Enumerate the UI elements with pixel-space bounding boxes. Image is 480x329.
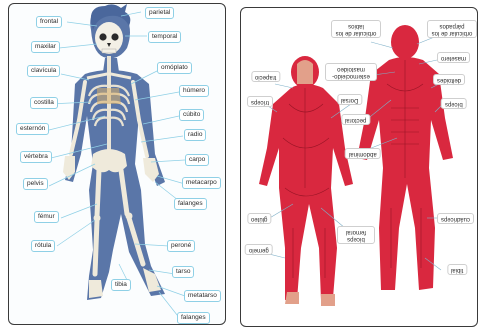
label-vertebra: vértebra [20, 151, 52, 163]
label-orbicular-labios-text: orbicular de los labios [335, 22, 377, 36]
label-metatarso: metatarso [184, 290, 221, 302]
label-falanges-foot: falanges [177, 312, 210, 324]
label-esternocleido: esternocleido-mastoideo [325, 63, 377, 81]
label-perone: peroné [167, 240, 195, 252]
label-temporal: temporal [148, 31, 181, 43]
label-biceps-femoral-text: bíceps femoral [341, 228, 371, 242]
label-omoplato: omóplato [157, 62, 192, 74]
label-esternocleido-text: esternocleido-mastoideo [329, 65, 373, 79]
label-parietal: parietal [145, 7, 174, 19]
label-humero: húmero [179, 85, 209, 97]
label-rotula: rótula [31, 240, 55, 252]
label-cubito: cúbito [179, 109, 204, 121]
label-maxilar: maxilar [31, 41, 60, 53]
label-biceps-femoral: bíceps femoral [337, 226, 375, 244]
label-pectoral: pectoral [341, 114, 370, 125]
label-tibia: tibia [111, 279, 131, 291]
label-femur: fémur [34, 211, 59, 223]
label-cuadriceps: cuádriceps [437, 213, 474, 224]
label-frontal: frontal [36, 16, 62, 28]
label-orbicular-parpados-text: orbicular de los párpados [431, 22, 473, 36]
muscles-panel: orbicular de los labios orbicular de los… [240, 7, 478, 327]
label-gluteo: glúteo [247, 213, 271, 224]
label-radio: radio [184, 129, 206, 141]
label-biceps: bíceps [441, 98, 467, 109]
label-orbicular-labios: orbicular de los labios [331, 20, 381, 38]
label-falanges-hand: falanges [174, 198, 207, 210]
label-masetero: masetero [437, 52, 470, 63]
label-pelvis: pelvis [23, 178, 48, 190]
label-dorsal: Dorsal [337, 94, 362, 105]
label-esternon: esternón [16, 123, 49, 135]
label-deltoides: deltoides [433, 74, 465, 85]
skeleton-panel: frontal parietal maxilar temporal clavíc… [8, 3, 226, 325]
label-orbicular-parpados: orbicular de los párpados [427, 20, 477, 38]
label-costilla: costilla [30, 97, 58, 109]
label-triceps: tríceps [247, 96, 273, 107]
skeleton-figure: frontal parietal maxilar temporal clavíc… [9, 4, 225, 324]
label-metacarpo: metacarpo [182, 177, 221, 189]
muscles-figure: orbicular de los labios orbicular de los… [241, 8, 477, 326]
label-tarso: tarso [172, 266, 194, 278]
label-gemelo: gemelo [245, 244, 273, 255]
label-carpo: carpo [185, 154, 209, 166]
label-clavicula: clavícula [27, 65, 60, 77]
label-abdominal: abdominal [345, 148, 381, 159]
label-trapecio: trapecio [251, 71, 280, 82]
label-tibial: tibial [447, 264, 467, 275]
